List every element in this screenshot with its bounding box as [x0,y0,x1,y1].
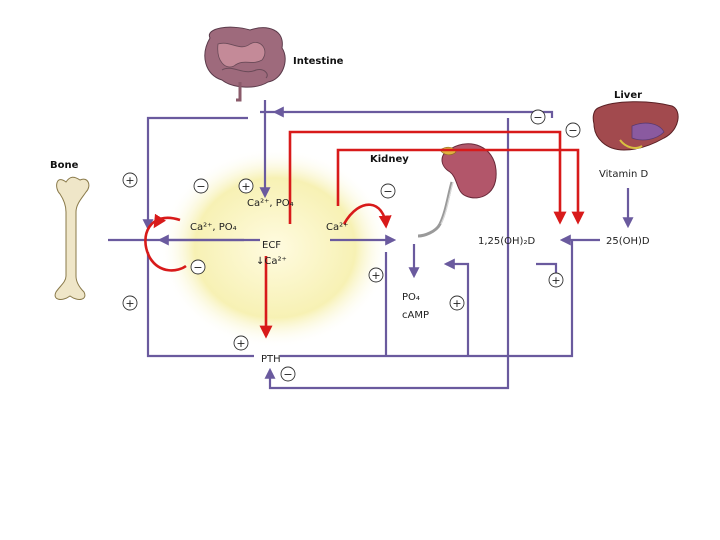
calcidiol-label: 25(OH)D [606,236,650,247]
svg-text:+: + [125,174,134,187]
liver-label: Liver [614,90,642,101]
regulatory-pathways [108,100,634,390]
svg-text:+: + [452,297,461,310]
plus-sign-icon: + [449,295,465,311]
svg-text:−: − [568,124,577,137]
plus-sign-icon: + [368,267,384,283]
plus-sign-icon: + [122,172,138,188]
plus-sign-icon: + [122,295,138,311]
intestine-illustration [204,26,286,102]
plus-sign-icon: + [238,178,254,194]
minus-sign-icon: − [280,366,296,382]
minus-sign-icon: − [565,122,581,138]
svg-text:−: − [533,111,542,124]
ca-kidney-label: Ca²⁺ [326,222,348,233]
kidney-illustration [417,143,497,238]
svg-text:−: − [383,185,392,198]
svg-text:−: − [283,368,292,381]
ecf-label: ECF [262,240,281,251]
svg-text:+: + [551,274,560,287]
intestine-label: Intestine [293,56,344,67]
bone-label: Bone [50,160,79,171]
vitamin-d-label: Vitamin D [599,169,648,180]
minus-sign-icon: − [380,183,396,199]
bone-illustration [54,176,90,300]
svg-text:−: − [196,180,205,193]
camp-label: cAMP [402,310,429,321]
liver-illustration [592,101,679,151]
ecf-region [160,148,390,348]
calcitriol-label: 1,25(OH)₂D [478,236,535,247]
ca-po4-intestine-label: Ca²⁺, PO₄ [247,198,294,209]
svg-text:+: + [125,297,134,310]
plus-sign-icon: + [548,272,564,288]
svg-text:+: + [236,337,245,350]
minus-sign-icon: − [530,109,546,125]
plus-sign-icon: + [233,335,249,351]
feedback-pathways [144,130,585,339]
ecf-ca-low-label: ↓Ca²⁺ [256,256,287,267]
minus-sign-icon: − [193,178,209,194]
minus-sign-icon: − [190,259,206,275]
pth-label: PTH [261,354,281,365]
ca-po4-bone-label: Ca²⁺, PO₄ [190,222,237,233]
po4-label: PO₄ [402,292,420,303]
svg-text:+: + [241,180,250,193]
kidney-label: Kidney [370,154,409,165]
svg-text:−: − [193,261,202,274]
svg-text:+: + [371,269,380,282]
